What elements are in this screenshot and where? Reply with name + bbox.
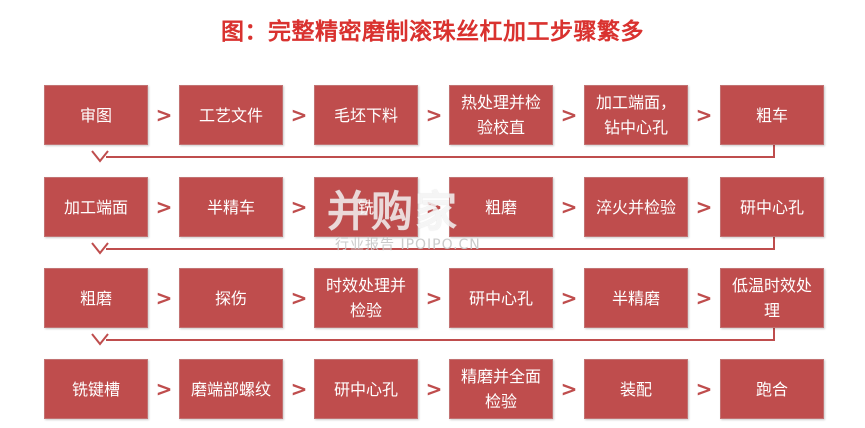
step-box: 时效处理并检验 [314,268,418,328]
step-box: 加工端面 [44,177,148,237]
arrow-right-icon: > [425,103,443,127]
step-box: 粗车 [720,85,824,145]
arrow-right-icon: > [560,103,578,127]
chevron-down-icon [91,333,109,346]
arrow-right-icon: > [560,286,578,310]
step-box: 半精车 [179,177,283,237]
step-label: 研中心孔 [333,379,398,399]
step-box: 工艺文件 [179,85,283,145]
arrow-right-icon: > [155,103,173,127]
arrow-right-icon: > [155,286,173,310]
step-label: 工艺文件 [198,105,263,125]
step-label: 装配 [619,379,652,399]
row-connector-line [106,237,775,250]
row-connector-line [106,328,775,341]
step-box: 装配 [584,359,688,419]
step-label: 研中心孔 [739,197,804,217]
step-box: 半精磨 [584,268,688,328]
step-box: 精磨并全面检验 [449,359,553,419]
step-label: 半精磨 [611,288,660,308]
arrow-right-icon: > [560,377,578,401]
arrow-right-icon: > [155,195,173,219]
step-label: 加工端面 [63,197,128,217]
chevron-down-icon [91,242,109,255]
chevron-down-icon [91,150,109,163]
step-label: 粗磨 [484,197,517,217]
step-label: 铣 [357,197,374,217]
step-box: 跑合 [720,359,824,419]
step-box: 研中心孔 [720,177,824,237]
step-label: 磨端部螺纹 [190,379,271,399]
arrow-right-icon: > [425,377,443,401]
step-box: 淬火并检验 [584,177,688,237]
arrow-right-icon: > [695,286,713,310]
step-box: 铣 [314,177,418,237]
step-box: 研中心孔 [449,268,553,328]
step-label: 时效处理并检验 [325,276,406,320]
arrow-right-icon: > [695,103,713,127]
step-label: 粗磨 [79,288,112,308]
step-label: 探伤 [214,288,247,308]
arrow-right-icon: > [560,195,578,219]
step-box: 探伤 [179,268,283,328]
step-label: 粗车 [755,105,788,125]
arrow-right-icon: > [290,377,308,401]
diagram-title: 图：完整精密磨制滚珠丝杠加工步骤繁多 [221,19,644,45]
watermark-text: 行业报告 IPOIPO.CN [335,237,481,253]
step-box: 低温时效处理 [720,268,824,328]
row-connector-line [106,145,775,158]
arrow-right-icon: > [155,377,173,401]
step-label: 毛坯下料 [333,105,398,125]
arrow-right-icon: > [695,195,713,219]
arrow-right-icon: > [425,195,443,219]
arrow-right-icon: > [290,286,308,310]
step-label: 精磨并全面检验 [460,367,541,411]
step-box: 审图 [44,85,148,145]
step-box: 热处理并检验校直 [449,85,553,145]
step-box: 粗磨 [449,177,553,237]
arrow-right-icon: > [290,103,308,127]
step-box: 铣键槽 [44,359,148,419]
arrow-right-icon: > [425,286,443,310]
step-label: 半精车 [206,197,255,217]
step-box: 毛坯下料 [314,85,418,145]
arrow-right-icon: > [695,377,713,401]
step-label: 低温时效处理 [731,276,812,320]
watermark-logo: 并购家 [327,187,460,236]
step-box: 加工端面，钻中心孔 [584,85,688,145]
arrow-right-icon: > [290,195,308,219]
step-label: 铣键槽 [71,379,120,399]
step-label: 研中心孔 [468,288,533,308]
step-label: 热处理并检验校直 [460,93,541,137]
step-label: 淬火并检验 [595,197,676,217]
step-box: 磨端部螺纹 [179,359,283,419]
step-box: 研中心孔 [314,359,418,419]
step-box: 粗磨 [44,268,148,328]
step-label: 审图 [79,105,112,125]
step-label: 跑合 [755,379,788,399]
step-label: 加工端面，钻中心孔 [595,93,676,137]
